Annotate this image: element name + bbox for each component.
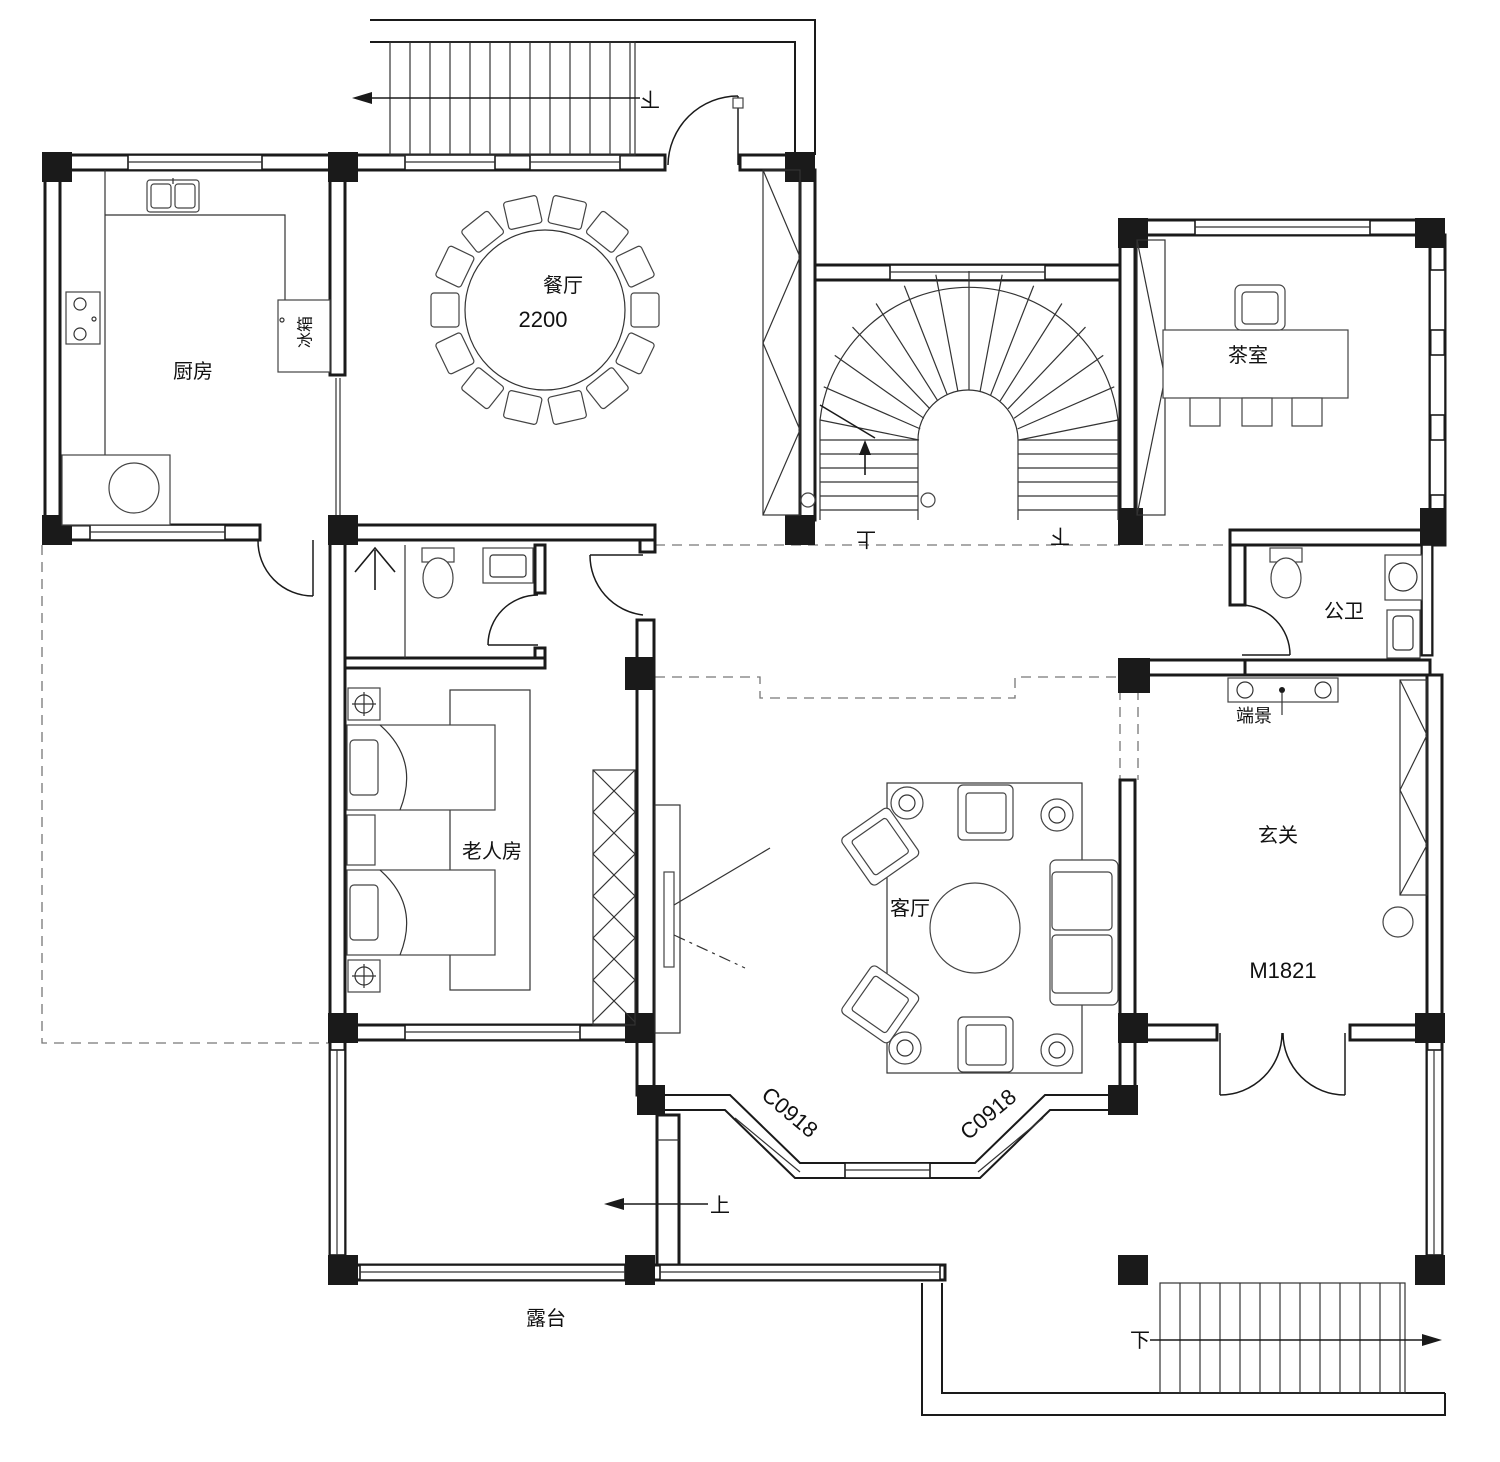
stove-icon [65,291,101,345]
wardrobe-line [592,769,636,813]
dining-chair-icon [585,210,629,253]
dining-chair-icon [630,292,660,328]
dining-chair-icon [503,390,543,425]
dining-room: 餐厅 2200 [430,195,660,425]
foyer: 端景 玄关 M1821 [1227,677,1428,983]
round-table-icon [430,195,660,425]
living-label: 客厅 [890,896,930,920]
dashed-outlines [41,544,1422,1044]
stair-tread [1018,419,1119,441]
elder-room: 老人房 [346,687,636,1026]
stair-tread [990,285,1035,396]
stair-tread [935,274,959,392]
stair-down-bottom: 下 [1130,1328,1150,1352]
terrace-stair: 上 [604,1139,730,1217]
sofa-icon [1049,859,1119,1006]
dining-chair-icon [615,332,655,375]
dining-label: 餐厅 [543,273,583,297]
dining-cabinet [762,169,801,516]
kitchen: 冰箱 厨房 [61,170,331,526]
armchair-icon [957,1016,1014,1073]
spiral-stair-icon: 上 下 [800,271,1119,552]
bed-icon [346,869,496,956]
wardrobe-line [592,979,636,1023]
round-table-icon [929,882,1021,974]
dining-chair-icon [430,292,460,328]
armchair-icon [957,784,1014,841]
living-room: 客厅 C0918 C0918 [654,782,1119,1145]
stair-tread [1013,354,1104,419]
stair-down-top: 下 [640,88,660,112]
lamp-icon [888,1031,922,1065]
display-table-icon [1227,677,1339,715]
window-left-label: C0918 [757,1082,823,1143]
stair-tread [1017,386,1115,430]
tea-room: 茶室 [1136,239,1349,516]
elder-bath [354,546,534,599]
tea-room-label: 茶室 [1228,343,1268,367]
lamp-icon [347,959,381,993]
terrace-label: 露台 [526,1306,566,1330]
stair-tread [1007,326,1086,410]
wardrobe-line [592,811,636,855]
wardrobe-line [592,895,636,939]
display-label: 端景 [1236,706,1272,727]
spiral-stair-down: 下 [1050,525,1070,549]
dining-chair-icon [435,245,475,288]
stair-tread [823,386,921,430]
window-right-label: C0918 [955,1084,1021,1145]
stair-tread [834,354,925,419]
stair-up-terrace: 上 [710,1193,730,1217]
lamp-icon [1040,1033,1074,1067]
entrance-door-label: M1821 [1249,958,1316,983]
wardrobe-line [592,937,636,981]
bottom-stair: 下 [1130,1282,1442,1394]
stair-tread [903,285,948,396]
fridge-icon: 冰箱 [277,299,331,373]
dining-chair-icon [547,390,587,425]
sink-icon [146,178,200,213]
armchair-icon [841,807,920,886]
kitchen-label: 厨房 [173,359,213,383]
stair-tread [875,303,939,402]
top-stair-rail [370,19,816,155]
public-wc-label: 公卫 [1324,599,1364,623]
dining-chair-icon [615,245,655,288]
doors [257,95,1346,1096]
columns [42,152,1445,1285]
lamp-icon [347,687,381,721]
lamp-icon [1040,798,1074,832]
dining-chair-icon [461,367,505,410]
wardrobe-line [592,853,636,897]
toilet-icon [1269,547,1303,599]
lamp-icon [890,786,924,820]
spiral-stair-up: 上 [856,528,876,552]
public-wc: 公卫 [1269,547,1423,659]
elder-room-label: 老人房 [462,839,522,863]
bottom-stair-rail [921,1283,1446,1416]
armchair-icon [841,965,920,1044]
foyer-label: 玄关 [1258,823,1298,847]
stair-tread [999,303,1063,402]
dining-chair-icon [547,195,587,230]
stair-tread [852,326,931,410]
table-size-label: 2200 [519,307,568,332]
fridge-label: 冰箱 [296,316,315,348]
bed-icon [346,724,496,811]
dining-chair-icon [461,210,505,253]
dining-chair-icon [435,332,475,375]
toilet-icon [421,547,455,599]
stair-tread [819,419,920,441]
stair-tread [979,274,1003,392]
top-stair: 下 [352,41,660,156]
tea-chair-icon [1234,284,1286,331]
dining-chair-icon [503,195,543,230]
dining-chair-icon [585,367,629,410]
washing-machine-icon [108,462,160,514]
